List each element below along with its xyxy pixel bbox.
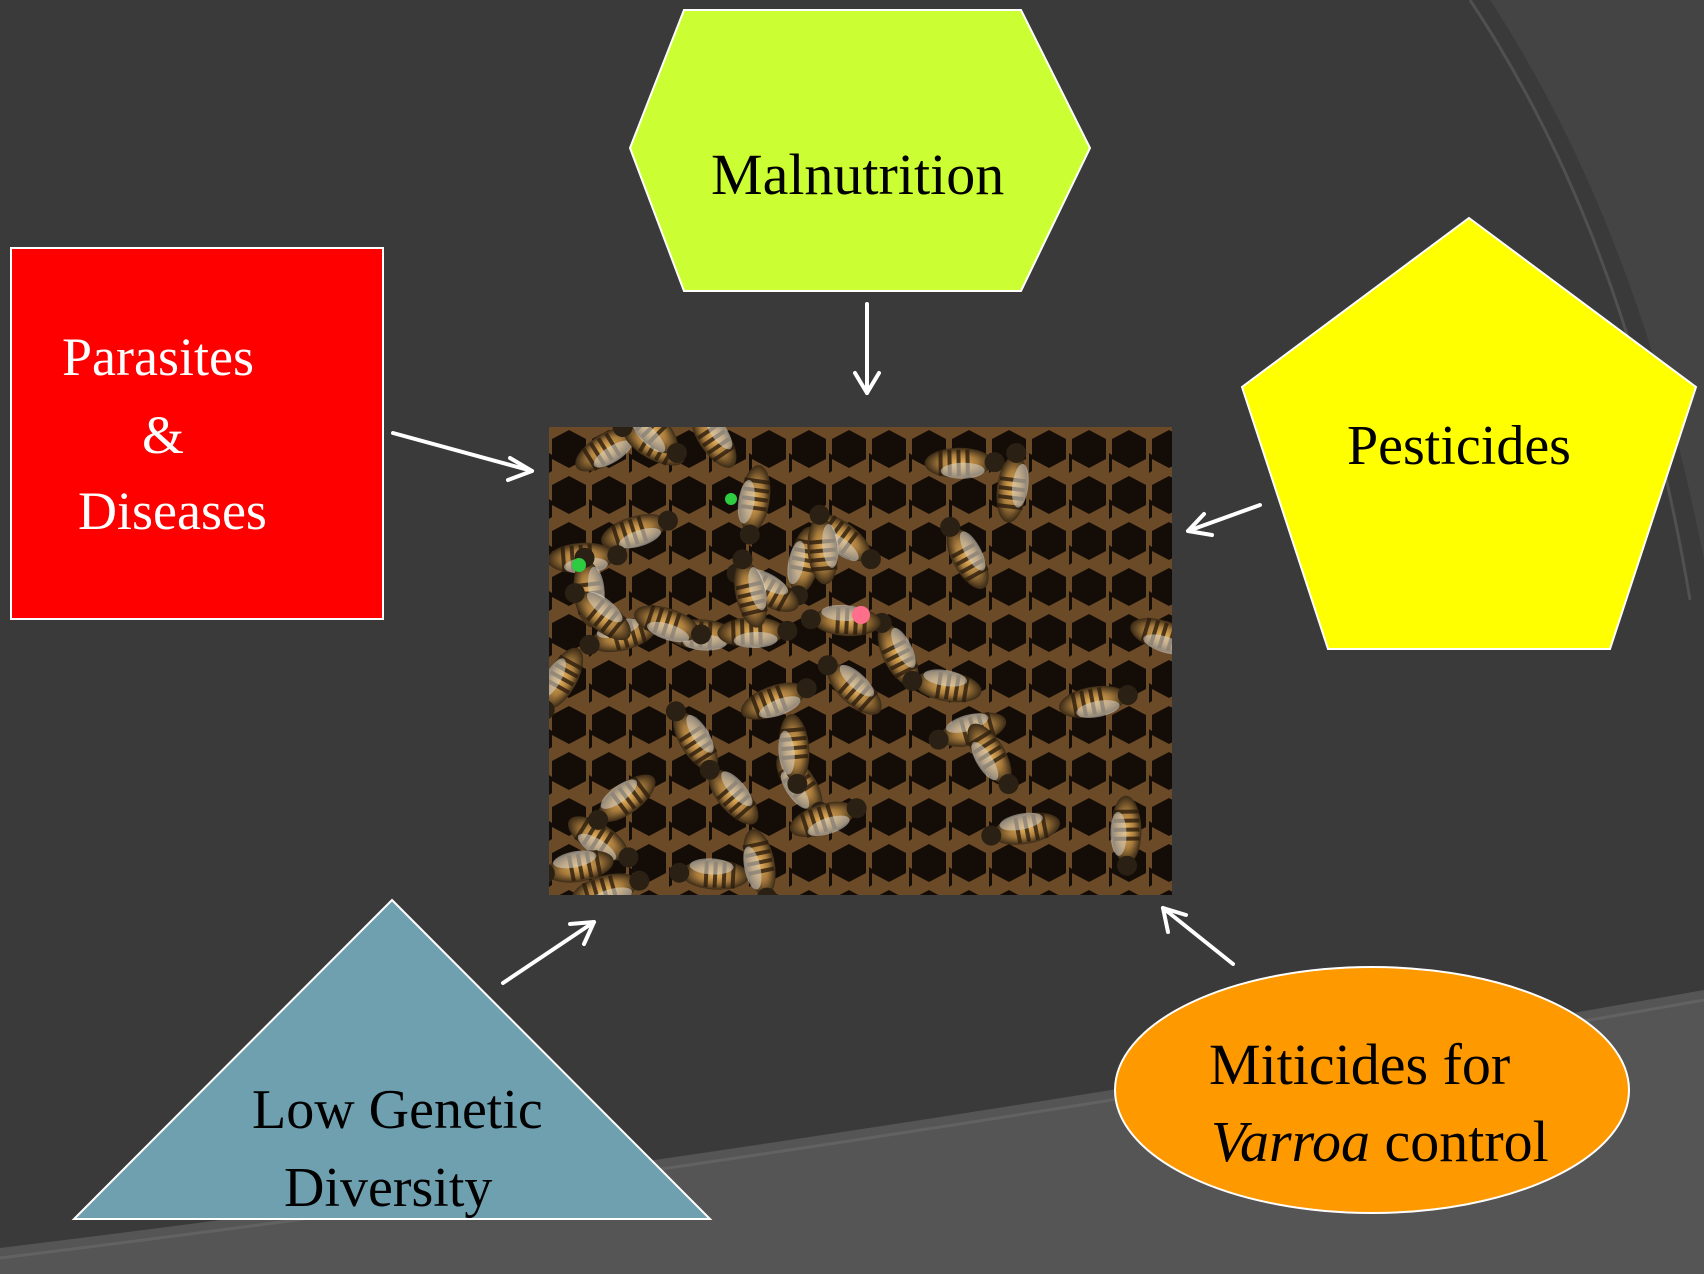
genetic-label-line1: Low Genetic [252,1082,543,1138]
miticides-control-text: control [1370,1109,1549,1174]
malnutrition-label: Malnutrition [711,146,1004,204]
parasites-label-line2: & [142,408,184,462]
pesticides-label: Pesticides [1347,418,1571,474]
green-marker-dot [572,558,586,572]
bee-colony-photo [549,427,1172,895]
miticides-label-line1: Miticides for [1209,1036,1510,1094]
parasites-square [11,248,383,619]
arrow-genetic [503,922,594,983]
green-marker-dot-2 [725,493,737,505]
bee-photo-illustration [549,427,1172,895]
arrow-parasites [393,433,532,480]
genetic-label-line2: Diversity [284,1160,492,1216]
arrow-miticides [1163,908,1233,964]
arrow-malnutrition [855,304,879,393]
queen-marker-dot [852,606,870,624]
parasites-label-line1: Parasites [62,330,254,384]
miticides-label-line2: Varroa control [1211,1113,1549,1171]
varroa-italic: Varroa [1211,1109,1370,1174]
parasites-label-line3: Diseases [78,484,267,538]
arrow-pesticides [1188,505,1260,535]
